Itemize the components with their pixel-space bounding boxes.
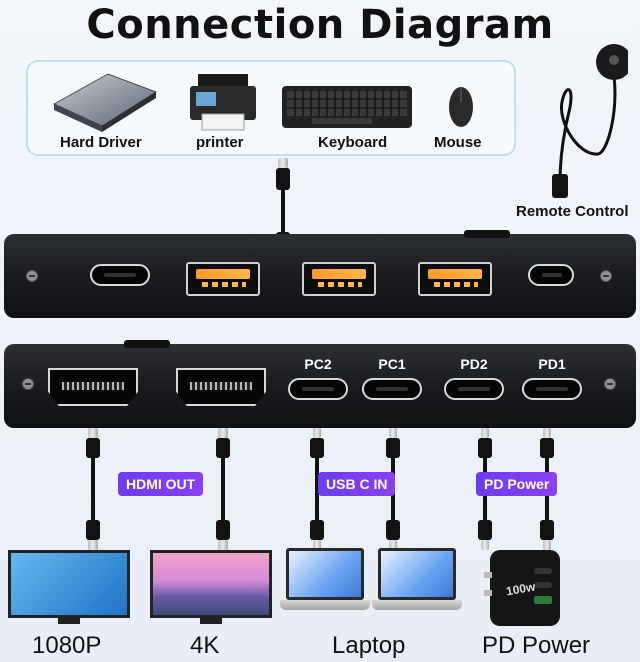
- port-label-pd2: PD2: [460, 356, 488, 372]
- badge-hdmi-out: HDMI OUT: [118, 472, 204, 496]
- front-usb-a-port-1[interactable]: [186, 262, 260, 296]
- monitor-stand: [58, 618, 80, 624]
- screw-icon: [604, 378, 616, 390]
- peripheral-label-hard-driver: Hard Driver: [60, 134, 142, 151]
- mouse-icon: [449, 87, 473, 127]
- usb-c-port-pc2[interactable]: [288, 378, 348, 400]
- monitor-4k-icon: [150, 550, 272, 618]
- laptop-icon: [378, 548, 456, 600]
- screw-icon: [26, 270, 38, 282]
- usb-c-port-pd1[interactable]: [522, 378, 582, 400]
- peripheral-label-printer: printer: [196, 134, 244, 151]
- usb-c-port-pd2[interactable]: [444, 378, 504, 400]
- monitor-1080p-icon: [8, 550, 130, 618]
- front-usb-c-port[interactable]: [90, 264, 150, 286]
- hdmi-cable-1: [86, 428, 100, 550]
- charger-icon: [484, 550, 560, 626]
- hdmi-port-1[interactable]: [48, 368, 138, 406]
- usb-c-port-pc1[interactable]: [362, 378, 422, 400]
- switch-button[interactable]: [464, 230, 510, 238]
- laptop-base: [372, 600, 462, 610]
- port-label-pc2: PC2: [304, 356, 332, 372]
- hdmi-port-2[interactable]: [176, 368, 266, 406]
- badge-pd-power: PD Power: [476, 472, 558, 496]
- usb-plug-tip: [278, 158, 288, 168]
- remote-control-label: Remote Control: [516, 203, 629, 220]
- badge-usb-c-in: USB C IN: [318, 472, 396, 496]
- usb-cable: [281, 190, 285, 232]
- remote-port[interactable]: [528, 264, 574, 286]
- output-label-pd-power: PD Power: [482, 632, 591, 659]
- output-label-1080p: 1080P: [32, 632, 102, 659]
- hdmi-cable-2: [216, 428, 230, 550]
- diagram-title: Connection Diagram: [86, 2, 554, 48]
- port-label-pd1: PD1: [538, 356, 566, 372]
- remote-control-icon: [552, 44, 628, 198]
- usbc-cable-pc2: [310, 428, 324, 550]
- hard-drive-icon: [52, 73, 158, 132]
- screw-icon: [22, 378, 34, 390]
- keyboard-icon: [282, 86, 412, 128]
- monitor-stand: [200, 618, 222, 624]
- back-switch-button[interactable]: [124, 340, 170, 348]
- printer-icon: [190, 74, 256, 131]
- output-label-laptop: Laptop: [332, 632, 406, 659]
- front-usb-a-port-2[interactable]: [302, 262, 376, 296]
- laptop-icon: [286, 548, 364, 600]
- usb-plug-body: [276, 168, 290, 190]
- port-label-pc1: PC1: [378, 356, 406, 372]
- output-label-4k: 4K: [190, 632, 220, 659]
- peripheral-label-mouse: Mouse: [434, 134, 482, 151]
- peripheral-label-keyboard: Keyboard: [318, 134, 388, 151]
- laptop-base: [280, 600, 370, 610]
- screw-icon: [600, 270, 612, 282]
- front-usb-a-port-3[interactable]: [418, 262, 492, 296]
